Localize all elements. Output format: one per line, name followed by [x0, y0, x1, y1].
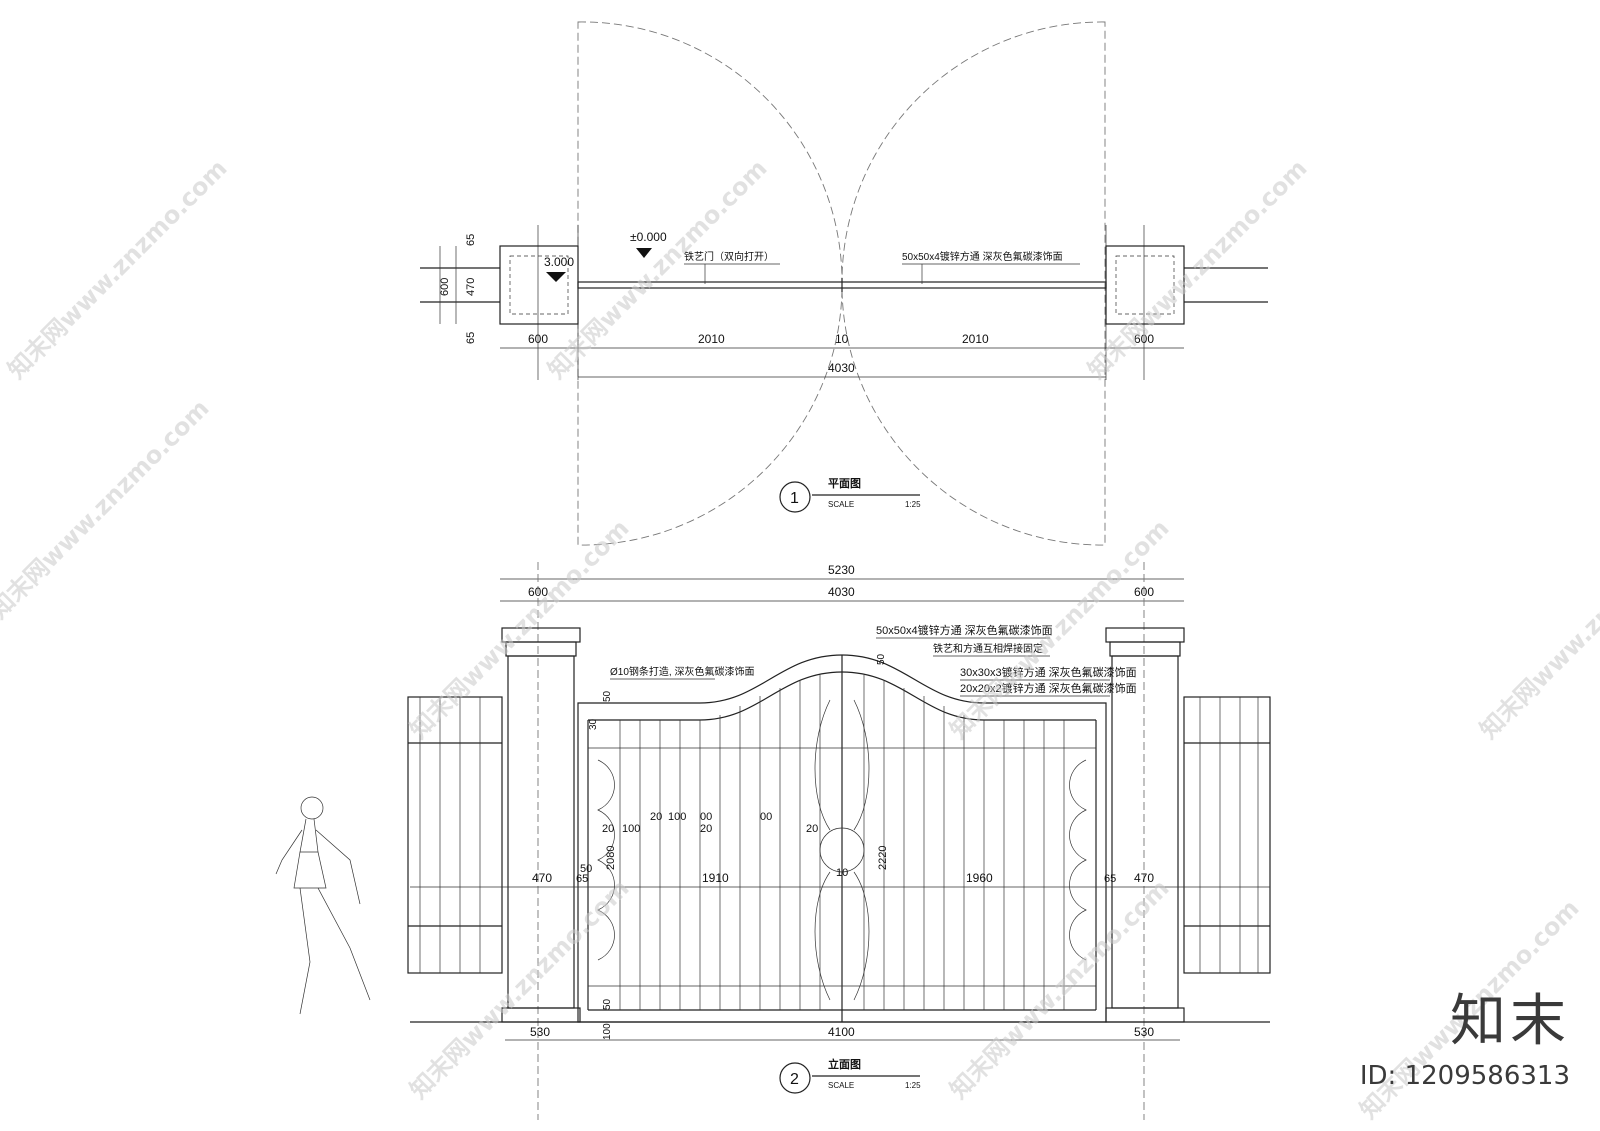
bar-spacing-1: 20 — [602, 823, 614, 835]
bar-spacing-2: 100 — [622, 823, 640, 835]
watermark-text: 知末网www.znzmo.com — [944, 874, 1174, 1104]
elev-dim-65-right: 65 — [1104, 873, 1116, 885]
fence-left-elevation — [407, 696, 503, 974]
elev-dim-30: 30 — [588, 718, 599, 730]
elev-dim-gate: 4030 — [828, 585, 855, 599]
elev-dim-leaf-left: 1910 — [702, 871, 729, 885]
plan-note-gate: 铁艺门（双向打开） — [684, 250, 774, 263]
elevation-view: 5230 600 4030 600 — [275, 562, 1271, 1120]
elev-dim-50-top: 50 — [602, 690, 613, 702]
elev-dim-pier-right: 600 — [1134, 585, 1154, 599]
elev-dim-overall: 5230 — [828, 563, 855, 577]
plan-title: 平面图 — [828, 477, 861, 490]
plan-dim-leaf-left: 2010 — [698, 332, 725, 346]
bar-spacing-8: 20 — [806, 823, 818, 835]
pier-elevation-icon — [546, 272, 566, 282]
elev-dim-base-left: 530 — [530, 1025, 550, 1039]
brand-block: 知末 ID: 1209586313 — [1360, 976, 1570, 1091]
elev-dim-gap: 10 — [836, 867, 848, 879]
elev-title-number: 2 — [790, 1071, 799, 1088]
elev-dim-leaf-right: 1960 — [966, 871, 993, 885]
bar-spacing-3: 20 — [650, 811, 662, 823]
elev-dim-fence-right: 470 — [1134, 871, 1154, 885]
bar-spacing-4: 100 — [668, 811, 686, 823]
elev-dim-base-right: 530 — [1134, 1025, 1154, 1039]
watermark-text: 知末网www.znzmo.com — [2, 154, 232, 384]
plan-scale-value: 1:25 — [905, 500, 921, 509]
elev-note-4: 20x20x2镀锌方通 深灰色氟碳漆饰面 — [960, 681, 1137, 695]
elev-title: 立面图 — [828, 1057, 861, 1071]
plan-dim-470: 470 — [465, 278, 477, 296]
bar-spacing-dims: 20 100 20 100 00 20 00 20 — [602, 811, 818, 835]
plan-dim-600: 600 — [439, 278, 451, 296]
elev-dim-2220: 2220 — [877, 846, 889, 870]
elev-dim-50-arch: 50 — [876, 653, 887, 665]
watermark-text: 知末网www.znzmo.com — [1474, 514, 1600, 744]
elev-scale-label: SCALE — [828, 1081, 854, 1090]
elev-note-1: 50x50x4镀锌方通 深灰色氟碳漆饰面 — [876, 623, 1053, 637]
elev-dim-pier-left: 600 — [528, 585, 548, 599]
plan-elevation-zero: ±0.000 — [630, 230, 667, 244]
watermark-text: 知末网www.znzmo.com — [404, 874, 634, 1104]
elev-dim-100: 100 — [602, 1023, 613, 1040]
swing-arc-left — [577, 21, 843, 546]
plan-title-number: 1 — [790, 490, 799, 507]
plan-note-tube: 50x50x4镀锌方通 深灰色氟碳漆饰面 — [902, 250, 1063, 263]
plan-view: ±0.000 3.000 铁艺门（双向打开） 50x50x4镀锌方通 深灰色氟碳… — [420, 21, 1268, 546]
elev-dim-50-bottom: 50 — [602, 998, 613, 1010]
elev-title-circle — [779, 1062, 811, 1094]
pier-left-elevation — [501, 627, 581, 1023]
elev-note-2: 铁艺和方通互相焊接固定 — [933, 642, 1043, 655]
plan-dim-pier-left: 600 — [528, 332, 548, 346]
watermark-text: 知末网www.znzmo.com — [404, 514, 634, 744]
plan-dim-65-top: 65 — [465, 234, 477, 246]
elev-dim-fence-left: 470 — [532, 871, 552, 885]
elev-scale-value: 1:25 — [905, 1081, 921, 1090]
watermark-text: 知末网www.znzmo.com — [1082, 154, 1312, 384]
bar-spacing-7: 00 — [760, 811, 772, 823]
elev-dim-50-left: 50 — [580, 863, 592, 875]
plan-dim-pier-right: 600 — [1134, 332, 1154, 346]
plan-scale-label: SCALE — [828, 500, 854, 509]
plan-dim-gap: 10 — [835, 332, 849, 346]
swing-arc-right — [841, 21, 1106, 546]
plan-dim-65-bottom: 65 — [465, 332, 477, 344]
plan-elevation-pier: 3.000 — [544, 255, 574, 269]
watermark-text: 知末网www.znzmo.com — [0, 394, 215, 624]
gate-bars — [619, 675, 1065, 1010]
elev-dim-65-left: 65 — [576, 873, 588, 885]
plan-dim-leaf-right: 2010 — [962, 332, 989, 346]
bar-spacing-5: 00 — [700, 811, 712, 823]
plan-title-circle — [779, 481, 811, 513]
brand-logo: 知末 — [1450, 989, 1570, 1054]
person-figure — [275, 796, 371, 1015]
elevation-marker-icon — [636, 248, 652, 258]
plan-dim-total: 4030 — [828, 361, 855, 375]
elev-note-5: Ø10钢条打造, 深灰色氟碳漆饰面 — [610, 665, 754, 678]
gate-scrollwork — [597, 699, 1087, 1001]
gate-elevation — [577, 654, 1107, 1023]
elev-dim-2080: 2080 — [605, 846, 617, 870]
watermark-text: 知末网www.znzmo.com — [542, 154, 772, 384]
bar-spacing-6: 20 — [700, 823, 712, 835]
elev-note-3: 30x30x3镀锌方通 深灰色氟碳漆饰面 — [960, 665, 1137, 679]
fence-right-elevation — [1183, 696, 1271, 974]
elev-dim-base: 4100 — [828, 1025, 855, 1039]
brand-id: ID: 1209586313 — [1359, 1061, 1570, 1091]
